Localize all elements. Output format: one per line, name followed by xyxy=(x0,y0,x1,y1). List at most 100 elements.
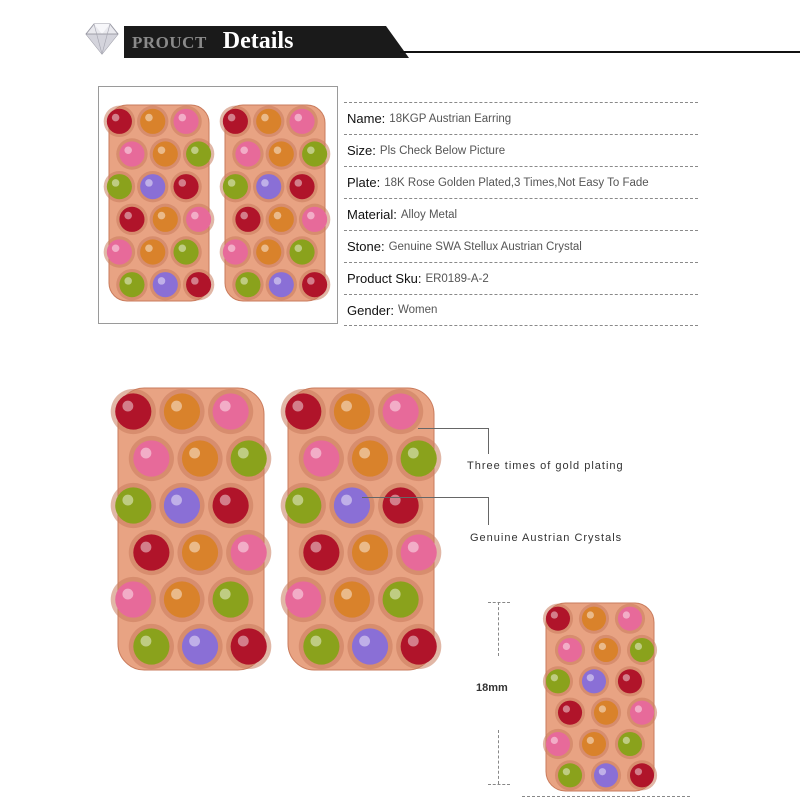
detail-earring-right xyxy=(280,387,442,671)
crystal xyxy=(163,393,201,430)
crystal xyxy=(115,393,152,430)
spec-row-gender: Gender: Women xyxy=(344,294,698,326)
crystal xyxy=(212,581,249,618)
crystal xyxy=(303,628,340,665)
crystal xyxy=(186,141,212,167)
crystal xyxy=(303,534,340,571)
crystal xyxy=(617,669,643,694)
spec-label: Material: xyxy=(347,207,397,222)
crystal xyxy=(629,637,655,663)
crystal xyxy=(119,141,145,167)
crystal xyxy=(133,440,170,477)
spec-row-size: Size: Pls Check Below Picture xyxy=(344,134,698,166)
crystal xyxy=(186,272,212,298)
spec-value: Alloy Metal xyxy=(400,208,458,221)
product-thumbnail xyxy=(98,86,338,324)
crystal xyxy=(593,763,619,788)
spec-value: 18K Rose Golden Plated,3 Times,Not Easy … xyxy=(384,176,649,189)
crystal xyxy=(289,174,315,200)
crystal xyxy=(163,487,201,524)
crystal xyxy=(222,108,248,134)
crystal xyxy=(545,669,571,694)
crystal xyxy=(230,440,267,477)
crystal xyxy=(302,206,328,232)
crystal xyxy=(140,239,166,265)
crystal xyxy=(351,534,389,571)
crystal xyxy=(222,239,248,265)
diamond-icon xyxy=(85,23,119,55)
crystal xyxy=(235,272,261,298)
measure-tick-bottom xyxy=(488,784,510,785)
spec-label: Plate: xyxy=(347,175,381,190)
callout-drop-plating xyxy=(488,428,489,454)
crystal xyxy=(557,637,583,663)
crystal xyxy=(115,581,152,618)
crystal xyxy=(351,440,389,477)
callout-drop-crystals xyxy=(488,497,489,525)
crystal xyxy=(163,581,201,618)
crystal xyxy=(173,108,199,134)
spec-value: Pls Check Below Picture xyxy=(379,144,506,157)
crystal xyxy=(222,174,248,200)
measure-tick-top xyxy=(488,602,510,603)
crystal xyxy=(557,763,583,788)
crystal xyxy=(617,731,643,757)
crystal xyxy=(140,174,166,200)
measure-width-line xyxy=(522,796,690,797)
crystal xyxy=(382,487,419,524)
spec-row-name: Name: 18KGP Austrian Earring xyxy=(344,102,698,134)
crystal xyxy=(115,487,152,524)
detail-earring-left xyxy=(110,387,272,671)
annotation-crystals: Genuine Austrian Crystals xyxy=(470,532,623,544)
crystal xyxy=(256,108,282,134)
crystal xyxy=(268,206,294,232)
crystal xyxy=(629,763,655,788)
spec-label: Size: xyxy=(347,143,376,158)
crystal xyxy=(333,393,371,430)
size-earring xyxy=(542,602,658,792)
crystal xyxy=(235,141,261,167)
spec-label: Stone: xyxy=(347,239,385,254)
measure-height-label: 18mm xyxy=(476,682,508,694)
crystal xyxy=(133,628,170,665)
crystal xyxy=(302,272,328,298)
crystal xyxy=(351,628,389,665)
crystal xyxy=(545,731,571,757)
crystal xyxy=(212,487,249,524)
spec-row-material: Material: Alloy Metal xyxy=(344,198,698,230)
crystal xyxy=(152,206,178,232)
spec-row-sku: Product Sku: ER0189-A-2 xyxy=(344,262,698,294)
spec-value: ER0189-A-2 xyxy=(425,272,489,285)
crystal xyxy=(400,534,437,571)
crystal xyxy=(382,581,419,618)
callout-line-plating xyxy=(418,428,488,429)
measure-line-upper xyxy=(498,602,499,656)
crystal xyxy=(333,581,371,618)
crystal xyxy=(593,700,619,725)
crystal xyxy=(152,272,178,298)
earring-detail-image xyxy=(110,387,442,671)
crystal xyxy=(268,272,294,298)
crystal xyxy=(106,174,132,200)
crystal xyxy=(256,174,282,200)
crystal xyxy=(181,440,219,477)
crystal xyxy=(181,534,219,571)
crystal xyxy=(256,239,282,265)
thumb-earring-left xyxy=(103,104,215,302)
spec-list: Name: 18KGP Austrian Earring Size: Pls C… xyxy=(344,102,698,326)
crystal xyxy=(545,606,571,631)
crystal xyxy=(152,141,178,167)
crystal xyxy=(400,440,437,477)
earring-size-image xyxy=(542,602,658,792)
spec-value: Women xyxy=(397,304,438,316)
crystal xyxy=(119,206,145,232)
section-header: Proucт Details xyxy=(80,20,800,60)
spec-row-plate: Plate: 18K Rose Golden Plated,3 Times,No… xyxy=(344,166,698,198)
crystal xyxy=(285,393,322,430)
crystal xyxy=(230,628,267,665)
crystal xyxy=(557,700,583,725)
crystal xyxy=(333,487,371,524)
crystal xyxy=(268,141,294,167)
header-proudct-label: Proucт xyxy=(132,33,207,52)
crystal xyxy=(119,272,145,298)
